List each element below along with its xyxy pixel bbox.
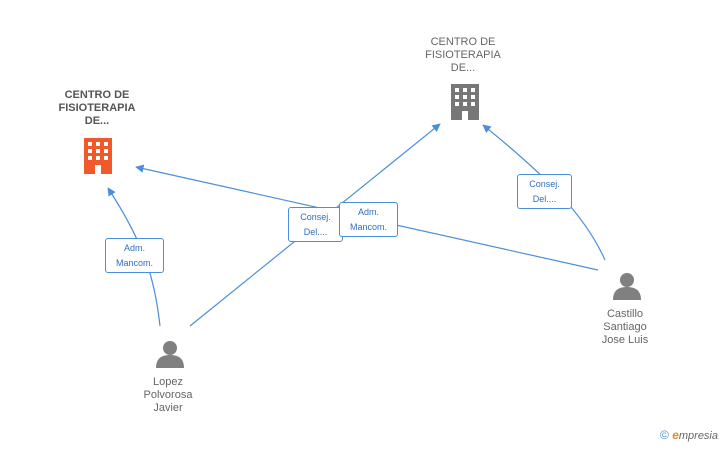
building-icon-right[interactable] (451, 84, 479, 120)
edge-label-castillo-adm[interactable]: Adm. Mancom. (339, 202, 398, 237)
person-icon-castillo[interactable] (613, 273, 641, 300)
person-icon-lopez[interactable] (156, 341, 184, 368)
company-left-label[interactable]: CENTRO DE FISIOTERAPIA DE... (58, 89, 136, 127)
person-lopez-label[interactable]: Lopez Polvorosa Javier (143, 376, 193, 414)
empresia-logo-mark: e (672, 428, 679, 442)
edge-label-castillo-consej[interactable]: Consej. Del.... (517, 174, 572, 209)
edge-label-lopez-adm[interactable]: Adm. Mancom. (105, 238, 164, 273)
empresia-brand: mpresia (678, 430, 718, 442)
copyright-icon: © (660, 428, 669, 442)
footer-brand: © empresia (660, 428, 718, 442)
person-castillo-label[interactable]: Castillo Santiago Jose Luis (601, 308, 649, 346)
company-right-label[interactable]: CENTRO DE FISIOTERAPIA DE... (425, 36, 501, 74)
building-icon-left[interactable] (84, 138, 112, 174)
edge-label-lopez-consej[interactable]: Consej. Del.... (288, 207, 343, 242)
